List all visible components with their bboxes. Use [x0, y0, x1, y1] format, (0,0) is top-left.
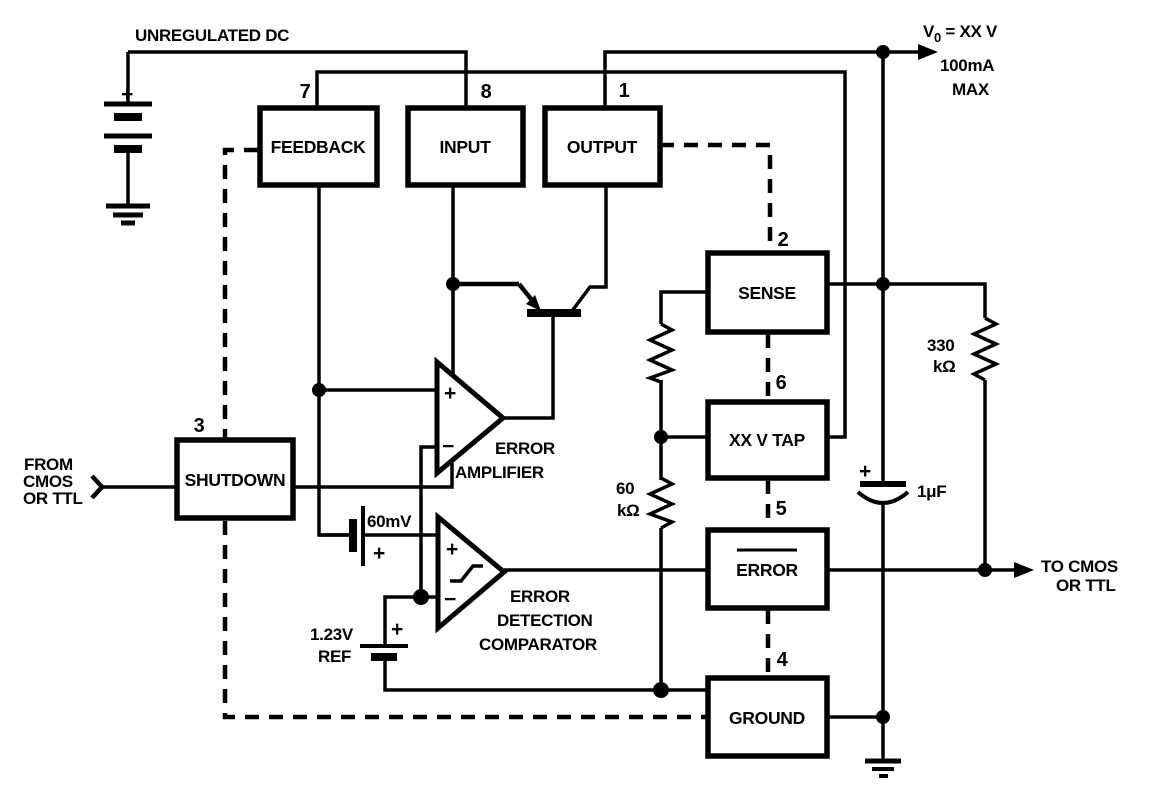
input-label: INPUT — [439, 137, 491, 157]
vout-arrow — [918, 44, 938, 60]
battery-ground-symbol — [106, 203, 150, 226]
block-error: ERROR — [705, 527, 830, 611]
to-cmos-label: TO CMOS OR TTL — [1041, 557, 1118, 595]
error-label: ERROR — [736, 560, 798, 580]
block-ground: GROUND — [705, 675, 830, 759]
error-amp-minus: − — [442, 435, 454, 458]
comparator-plus: + — [446, 538, 458, 561]
divider-upper-resistor — [644, 322, 677, 384]
pin-4: 4 — [777, 649, 789, 671]
shutdown-label: SHUTDOWN — [185, 470, 286, 490]
svg-text:60: 60 — [616, 479, 634, 498]
tap-label: XX V TAP — [729, 430, 806, 450]
error-amp-label-2: AMPLIFIER — [455, 463, 544, 482]
transistor-emitter-arrow — [526, 295, 541, 311]
comparator-label-3: COMPARATOR — [479, 635, 597, 654]
pin-2: 2 — [778, 229, 789, 251]
svg-text:TO CMOS: TO CMOS — [1041, 557, 1118, 576]
junction-dots — [312, 45, 992, 724]
unregulated-dc-bus — [128, 50, 847, 439]
offset-battery-value: 60mV — [367, 512, 412, 531]
pass-transistor — [526, 295, 581, 317]
svg-text:FROM: FROM — [24, 455, 73, 474]
divider-resistor-label: 60 kΩ — [616, 479, 640, 520]
capacitor-plus: + — [859, 460, 871, 483]
pin-3: 3 — [194, 415, 205, 437]
vout-label: V0 = XX V — [923, 22, 998, 45]
shutdown-input-chevron — [90, 474, 106, 500]
offset-battery — [319, 506, 365, 566]
shutdown-wires — [103, 461, 454, 489]
output-label: OUTPUT — [567, 137, 638, 157]
pullup-resistor-label: 330 kΩ — [927, 336, 956, 376]
battery-plus-sign: + — [121, 83, 133, 106]
pullup-330k-resistor — [969, 316, 1001, 382]
svg-text:kΩ: kΩ — [617, 501, 640, 520]
block-sense: SENSE — [705, 250, 830, 335]
reference-plus: + — [391, 618, 403, 641]
pin-7: 7 — [300, 81, 311, 103]
svg-text:OR TTL: OR TTL — [1056, 576, 1116, 595]
pin-6: 6 — [776, 372, 787, 394]
sense-label: SENSE — [738, 283, 796, 303]
block-feedback: FEEDBACK — [257, 105, 380, 188]
reference-label: REF — [318, 647, 351, 666]
output-ground-symbol — [865, 758, 901, 778]
offset-battery-plus: + — [373, 542, 385, 565]
block-input: INPUT — [405, 105, 526, 188]
reference-wires — [363, 445, 708, 692]
input-pass-transistor-wires — [451, 185, 608, 420]
hysteresis-icon — [450, 564, 483, 583]
pin-dashed-links — [660, 142, 773, 676]
svg-text:OR TTL: OR TTL — [23, 489, 83, 508]
vout-max: MAX — [952, 80, 990, 99]
unregulated-battery — [104, 52, 152, 204]
pin-1: 1 — [619, 80, 630, 102]
output-capacitor — [856, 481, 910, 505]
error-amp-label-1: ERROR — [495, 439, 555, 458]
comparator-label-2: DETECTION — [497, 611, 593, 630]
error-amp-plus: + — [444, 382, 456, 405]
error-amplifier-triangle — [434, 356, 507, 479]
block-tap: XX V TAP — [705, 399, 830, 481]
block-shutdown: SHUTDOWN — [174, 437, 296, 521]
pin-8: 8 — [481, 81, 492, 103]
comparator-minus: − — [444, 588, 456, 611]
ground-label: GROUND — [729, 708, 805, 728]
block-output: OUTPUT — [542, 105, 663, 188]
capacitor-value: 1μF — [917, 482, 946, 501]
svg-text:330: 330 — [927, 336, 954, 355]
comparator-label-1: ERROR — [510, 587, 570, 606]
pin-5: 5 — [776, 498, 787, 520]
svg-text:kΩ: kΩ — [933, 357, 956, 376]
reference-value: 1.23V — [310, 625, 354, 644]
from-cmos-label: FROM CMOS OR TTL — [23, 455, 83, 508]
svg-text:CMOS: CMOS — [23, 472, 73, 491]
unregulated-dc-label: UNREGULATED DC — [135, 26, 289, 45]
feedback-label: FEEDBACK — [271, 137, 366, 157]
vout-current: 100mA — [940, 56, 994, 75]
comparator-triangle — [435, 511, 508, 634]
error-out-arrow — [1014, 562, 1034, 578]
shutdown-dashed-path — [222, 147, 706, 720]
divider-60k-resistor — [645, 476, 677, 530]
reference-battery — [360, 644, 408, 661]
